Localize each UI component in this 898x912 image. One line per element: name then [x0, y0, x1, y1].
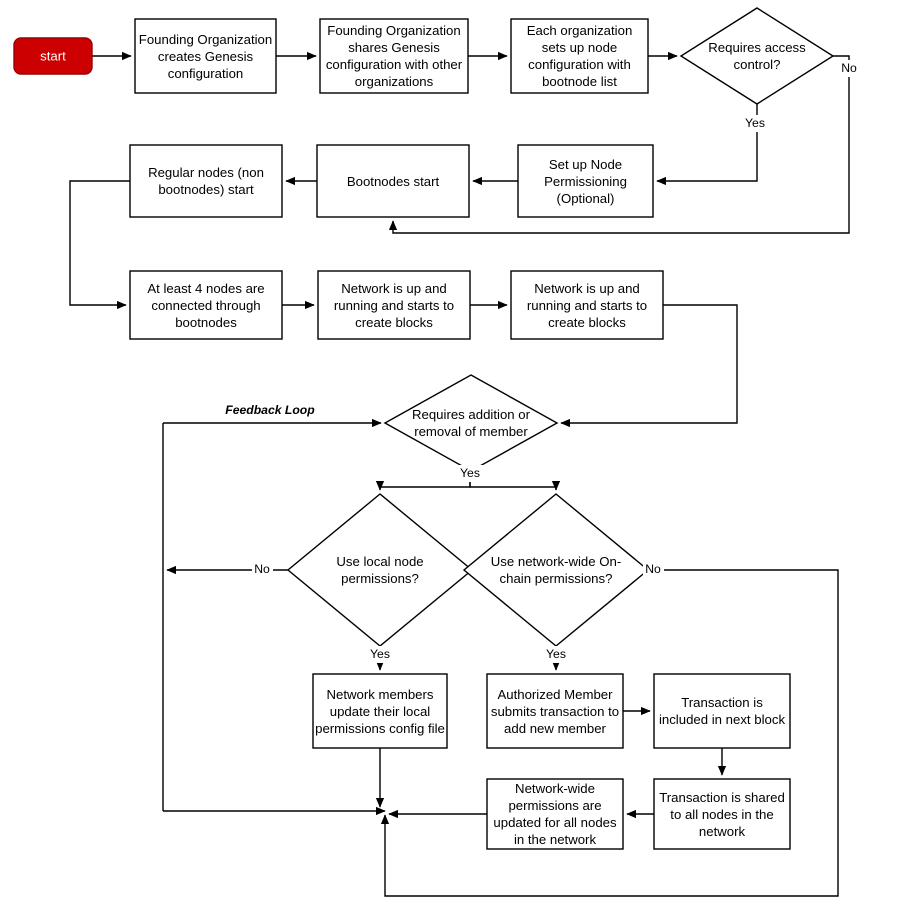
edge-label-onchain-no: No: [645, 562, 661, 576]
access-no-bg: [839, 60, 861, 77]
edge-regularnodes-to-fournodes: [69, 180, 130, 310]
genesis-text-wrap: Founding Organization creates Genesis co…: [138, 31, 273, 81]
node-onchainperm[interactable]: Use network-wide On-chain permissions?: [462, 493, 650, 647]
edge-labels-layer: No Yes Feedback Loop Yes No No Yes Yes: [224, 60, 861, 663]
network2-label: Network is up and running and starts to …: [526, 280, 648, 330]
edge-accesscontrol-no-to-bootnodes: [388, 55, 850, 234]
fournodes-shape[interactable]: [129, 270, 283, 340]
edge-network2-to-memberchange: [560, 304, 738, 428]
network2-shape[interactable]: [510, 270, 664, 340]
node-submittx[interactable]: Authorized Member submits transaction to…: [486, 673, 624, 749]
permupdated-text-wrap: Network-wide permissions are updated for…: [493, 781, 617, 847]
onchainperm-label: Use network-wide On-chain permissions?: [490, 554, 622, 586]
bootnodes-label: Bootnodes start: [346, 173, 440, 189]
permupdated-shape[interactable]: [486, 778, 624, 850]
fournodes-text-wrap: At least 4 nodes are connected through b…: [147, 280, 265, 330]
accesscontrol-text-wrap: Requires access control?: [708, 40, 806, 72]
regularnodes-text-wrap: Regular nodes (non bootnodes) start: [148, 165, 264, 197]
txblock-label: Transaction is included in next block: [658, 695, 786, 727]
submittx-text-wrap: Authorized Member submits transaction to…: [490, 686, 620, 736]
node-regularnodes[interactable]: Regular nodes (non bootnodes) start: [129, 144, 283, 218]
onchain-yes-bg: [542, 646, 570, 663]
permissioning-text-wrap: Set up Node Permissioning (Optional): [544, 156, 627, 206]
node-memberchange[interactable]: Requires addition or removal of member: [383, 374, 559, 472]
node-accesscontrol[interactable]: Requires access control?: [679, 7, 835, 105]
localupdate-text-wrap: Network members update their local permi…: [315, 686, 445, 736]
node-permissioning[interactable]: Set up Node Permissioning (Optional): [517, 144, 654, 218]
share-shape[interactable]: [319, 18, 469, 94]
fournodes-label: At least 4 nodes are connected through b…: [147, 280, 265, 330]
localupdate-shape[interactable]: [312, 673, 448, 749]
submittx-label: Authorized Member submits transaction to…: [490, 686, 620, 736]
txblock-shape[interactable]: [653, 673, 791, 749]
start-shape[interactable]: [13, 37, 93, 75]
node-bootnodes[interactable]: Bootnodes start: [316, 144, 470, 218]
edge-label-access-no: No: [841, 61, 857, 75]
onchain-no-bg: [643, 561, 664, 578]
node-share[interactable]: Founding Organization shares Genesis con…: [319, 18, 469, 94]
edge-label-member-yes: Yes: [460, 466, 480, 480]
node-localupdate[interactable]: Network members update their local permi…: [312, 673, 448, 749]
accesscontrol-shape[interactable]: [679, 7, 835, 105]
member-yes-bg: [456, 465, 484, 482]
edge-label-local-yes: Yes: [370, 647, 390, 661]
edge-label-feedback-loop: Feedback Loop: [225, 403, 315, 417]
network1-label: Network is up and running and starts to …: [333, 280, 455, 330]
permissioning-shape[interactable]: [517, 144, 654, 218]
accesscontrol-label: Requires access control?: [708, 40, 806, 72]
node-start[interactable]: start: [13, 37, 93, 75]
node-nodeconfig[interactable]: Each organization sets up node configura…: [510, 18, 649, 94]
localperm-label: Use local node permissions?: [336, 554, 424, 586]
access-yes-bg: [741, 115, 769, 132]
genesis-shape[interactable]: [134, 18, 277, 94]
node-fournodes[interactable]: At least 4 nodes are connected through b…: [129, 270, 283, 340]
genesis-label: Founding Organization creates Genesis co…: [138, 31, 273, 81]
node-network2[interactable]: Network is up and running and starts to …: [510, 270, 664, 340]
txshared-label: Transaction is shared to all nodes in th…: [659, 789, 785, 839]
node-genesis[interactable]: Founding Organization creates Genesis co…: [134, 18, 277, 94]
edge-onchainperm-no-to-merge: [380, 569, 839, 897]
txshared-shape[interactable]: [653, 778, 791, 850]
feedback-loop-bg: [224, 403, 316, 420]
node-network1[interactable]: Network is up and running and starts to …: [317, 270, 471, 340]
network2-text-wrap: Network is up and running and starts to …: [526, 280, 648, 330]
bootnodes-shape[interactable]: [316, 144, 470, 218]
regularnodes-label: Regular nodes (non bootnodes) start: [148, 165, 264, 197]
nodeconfig-shape[interactable]: [510, 18, 649, 94]
permissioning-label: Set up Node Permissioning (Optional): [544, 156, 627, 206]
start-label: start: [40, 48, 66, 63]
permupdated-label: Network-wide permissions are updated for…: [493, 781, 617, 847]
edge-label-access-yes: Yes: [745, 116, 765, 130]
share-label: Founding Organization shares Genesis con…: [325, 23, 463, 89]
network1-shape[interactable]: [317, 270, 471, 340]
bootnodes-text-wrap: Bootnodes start: [346, 173, 440, 189]
node-txblock[interactable]: Transaction is included in next block: [653, 673, 791, 749]
localperm-text-wrap: Use local node permissions?: [336, 554, 424, 586]
node-txshared[interactable]: Transaction is shared to all nodes in th…: [653, 778, 791, 850]
regularnodes-shape[interactable]: [129, 144, 283, 218]
share-text-wrap: Founding Organization shares Genesis con…: [325, 23, 463, 89]
local-yes-bg: [366, 646, 394, 663]
localupdate-label: Network members update their local permi…: [315, 686, 445, 736]
edge-label-onchain-yes: Yes: [546, 647, 566, 661]
nodeconfig-label: Each organization sets up node configura…: [526, 23, 633, 89]
network1-text-wrap: Network is up and running and starts to …: [333, 280, 455, 330]
node-localperm[interactable]: Use local node permissions?: [286, 493, 474, 647]
edge-label-local-no: No: [254, 562, 270, 576]
edge-memberchange-yes-split-right: [470, 480, 561, 491]
submittx-shape[interactable]: [486, 673, 624, 749]
nodeconfig-text-wrap: Each organization sets up node configura…: [526, 23, 633, 89]
local-no-bg: [252, 561, 273, 578]
txshared-text-wrap: Transaction is shared to all nodes in th…: [659, 789, 785, 839]
nodes-layer: start Founding Organization creates Gene…: [13, 7, 835, 850]
memberchange-label: Requires addition or removal of member: [411, 407, 531, 439]
txblock-text-wrap: Transaction is included in next block: [658, 695, 786, 727]
memberchange-text-wrap: Requires addition or removal of member: [411, 407, 531, 439]
onchainperm-text-wrap: Use network-wide On-chain permissions?: [490, 554, 622, 586]
node-permupdated[interactable]: Network-wide permissions are updated for…: [486, 778, 624, 850]
